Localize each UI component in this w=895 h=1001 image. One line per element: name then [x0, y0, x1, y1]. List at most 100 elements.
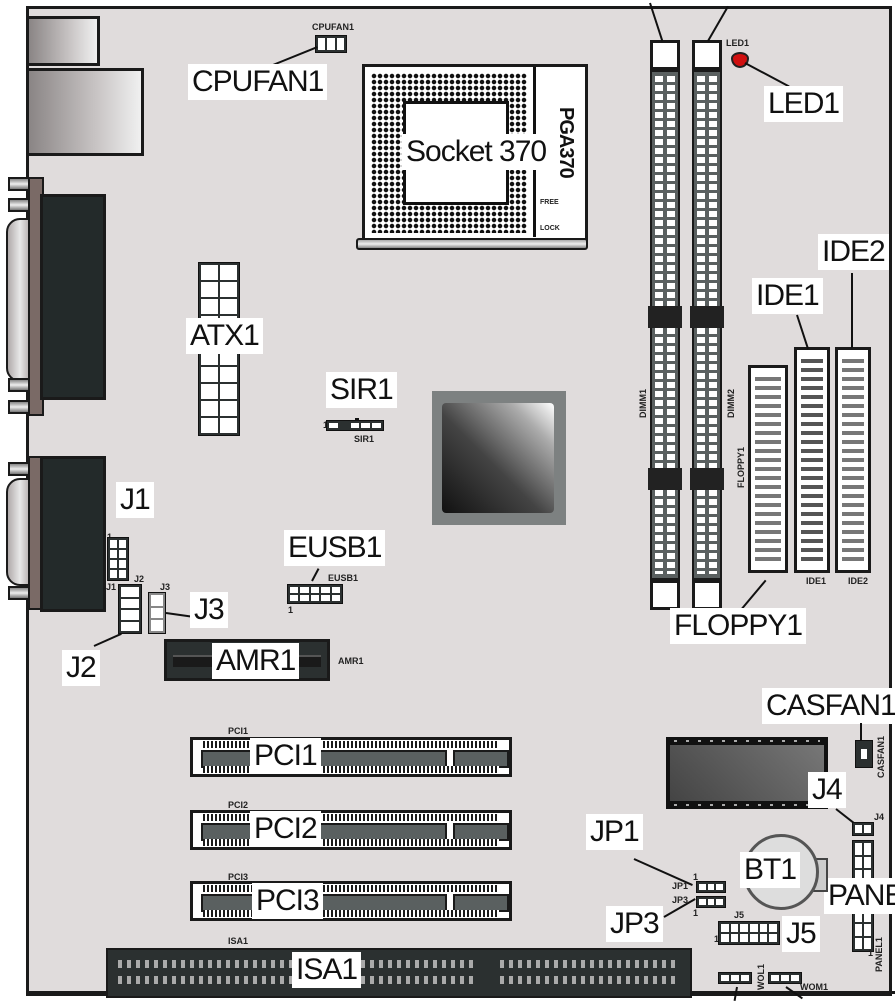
jp3-small-label: JP3 [672, 895, 689, 905]
socket-pga-label: PGA370 [555, 107, 577, 178]
pin [864, 937, 871, 949]
pin [864, 856, 871, 868]
pin [300, 587, 309, 593]
pin [151, 607, 163, 619]
pci3-teeth-top [203, 885, 499, 892]
pin [730, 934, 739, 942]
pci1-teeth-bottom [203, 766, 499, 773]
floppy-connector [748, 365, 788, 573]
ps2-port [26, 16, 100, 66]
pci2-label: PCI2 [250, 811, 321, 847]
pin [855, 924, 862, 936]
parallel-port [40, 194, 106, 400]
bt1-label: BT1 [740, 852, 801, 888]
isa-label: ISA1 [292, 952, 362, 988]
dimm2-key [690, 306, 724, 328]
j3-small-label: J3 [160, 582, 171, 592]
pin [220, 282, 237, 297]
pci2-teeth-top [203, 814, 499, 821]
j1-label: J1 [116, 482, 154, 518]
ide1-label: IDE1 [752, 278, 823, 314]
pci3-small-label: PCI3 [228, 872, 249, 882]
pin [861, 749, 867, 759]
pin [220, 401, 237, 416]
jp1-small-label: JP1 [672, 881, 689, 891]
pin [721, 924, 729, 932]
eusb-label: EUSB1 [284, 530, 386, 566]
wol-label: WOL1 [756, 964, 766, 990]
atx-label: ATX1 [186, 318, 263, 354]
pin [769, 924, 777, 932]
pci1-slot [190, 737, 512, 777]
eusb-header [287, 584, 343, 604]
pin [121, 587, 139, 597]
ide2-label: IDE2 [818, 234, 889, 270]
pin [110, 560, 117, 568]
socket-lever [356, 238, 588, 250]
pci1-label: PCI1 [250, 738, 321, 774]
j4-label: J4 [808, 772, 846, 808]
pin [759, 934, 768, 942]
pin [201, 367, 218, 382]
pin [318, 38, 326, 50]
pin [119, 560, 126, 568]
j5-small-label: J5 [734, 910, 745, 920]
pin [699, 899, 706, 905]
jp3-jumper [696, 896, 726, 908]
pin [121, 610, 139, 620]
ide2-connector [835, 347, 871, 573]
jp3-pin1-label: 1 [693, 908, 699, 918]
pin [864, 924, 871, 936]
eusb-small-label: EUSB1 [328, 573, 359, 583]
socket-free-label: FREE [540, 199, 559, 206]
j1-header [107, 537, 129, 581]
pin [201, 265, 218, 280]
cpufan-label: CPUFAN1 [188, 64, 328, 100]
pin [855, 870, 862, 882]
pin [707, 899, 715, 905]
pci3-label: PCI3 [252, 883, 323, 919]
panel-pin1-label: 1 [868, 948, 874, 958]
pin [151, 595, 163, 606]
northbridge-chip [432, 391, 566, 525]
pin [300, 595, 309, 601]
pin [321, 595, 330, 601]
pin [201, 384, 218, 399]
panel-small-label: PANEL1 [874, 937, 884, 972]
floppy-small-label: FLOPPY1 [736, 446, 746, 488]
pin [290, 587, 299, 593]
pin [220, 367, 237, 382]
ide2-leader-line [851, 273, 853, 348]
pin [864, 870, 871, 882]
casfan-label: CASFAN1 [762, 688, 895, 724]
j5-header [718, 921, 780, 945]
j2-small-label: J2 [134, 574, 145, 584]
pin [716, 884, 723, 890]
amr-small-label: AMR1 [338, 656, 364, 666]
pci1-teeth-top [203, 741, 499, 748]
socket-lock-label: LOCK [540, 225, 560, 232]
j5-pin1-label: 1 [714, 934, 720, 944]
pin [121, 621, 139, 631]
pin [730, 924, 739, 932]
pin [740, 924, 748, 932]
pin [716, 899, 723, 905]
dimm1-slot [648, 40, 682, 610]
pin [201, 282, 218, 297]
pin [781, 975, 789, 981]
pin [151, 620, 163, 631]
usb-port [26, 68, 144, 156]
j3-label: J3 [190, 592, 228, 628]
jp1-jumper [696, 881, 726, 893]
pin [769, 934, 777, 942]
pci1-small-label: PCI1 [228, 726, 249, 736]
pin [350, 423, 360, 428]
dimm1-label: DIMM1 [638, 389, 648, 418]
pin [331, 595, 340, 601]
led-small-label: LED1 [726, 38, 750, 48]
isa-slot [106, 948, 692, 998]
jp1-pin1-label: 1 [693, 872, 699, 882]
pci2-teeth-bottom [203, 839, 499, 846]
pin [220, 418, 237, 433]
pci3-slot [190, 881, 512, 921]
